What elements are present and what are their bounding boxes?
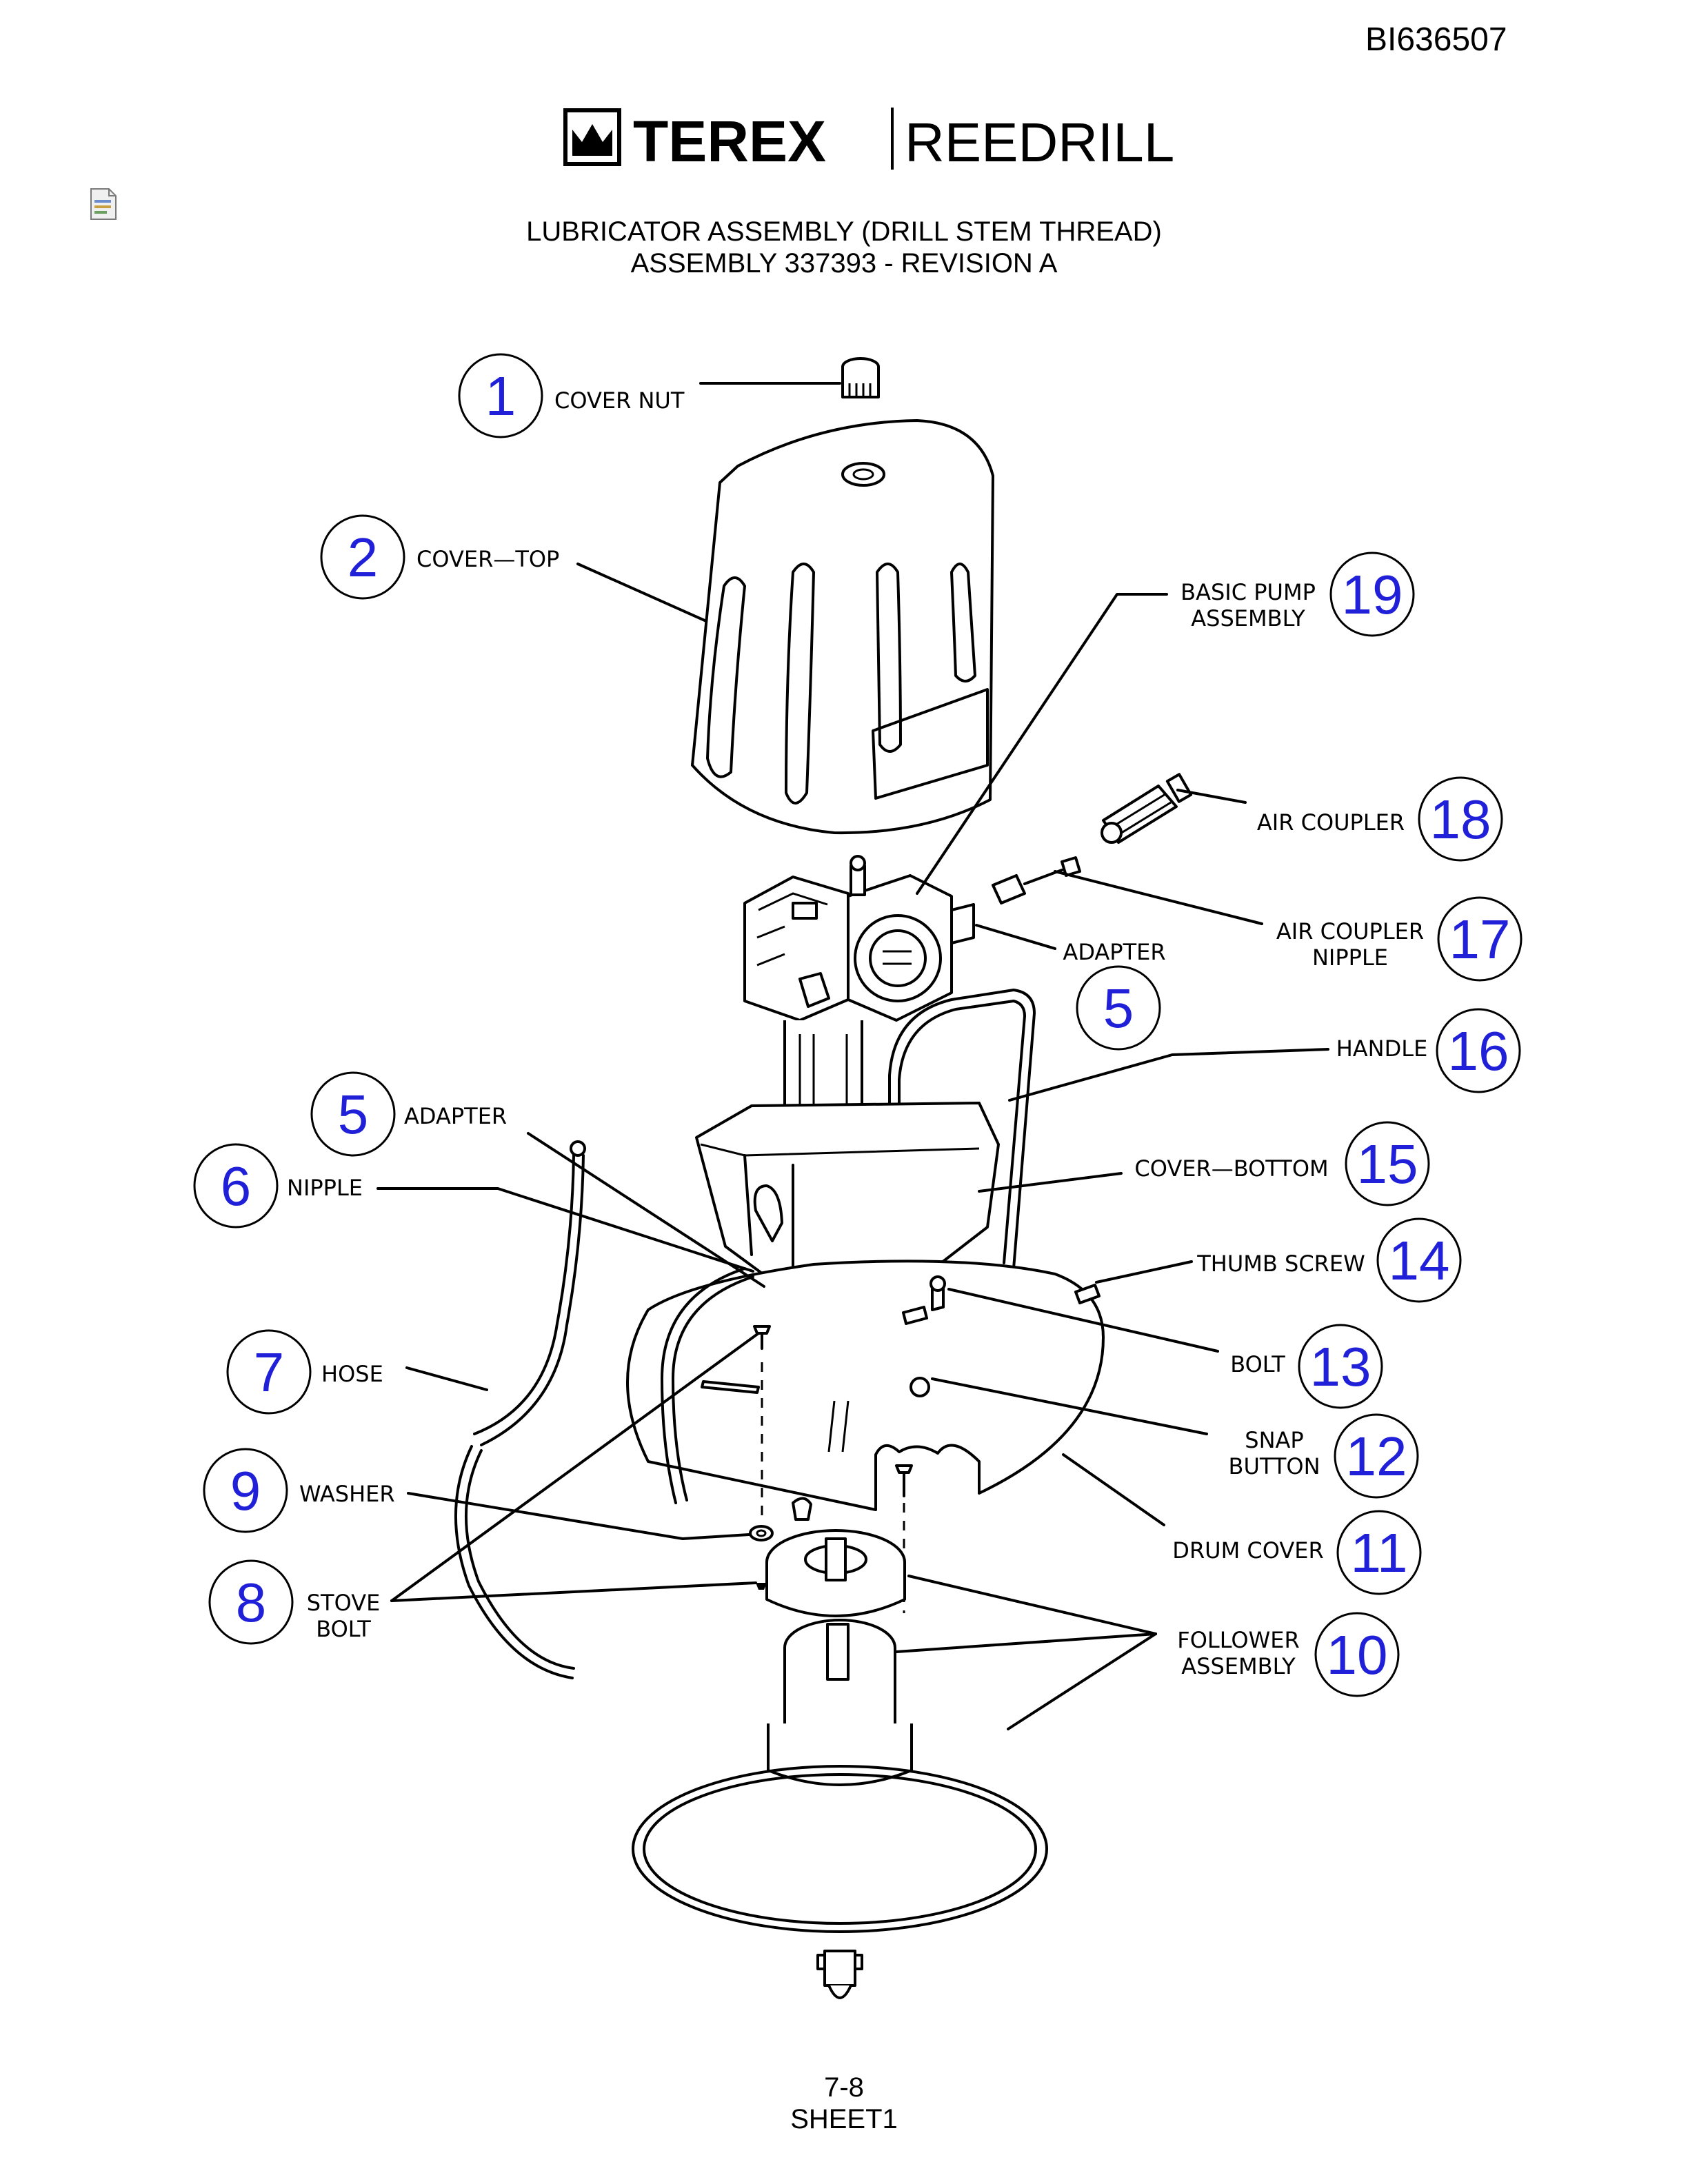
part-label: ADAPTER xyxy=(404,1103,507,1129)
callout-2: 2 COVER—TOP xyxy=(320,514,559,600)
attachment-file-icon[interactable] xyxy=(88,188,119,221)
part-label: COVER—BOTTOM xyxy=(1134,1155,1328,1182)
balloon-number: 10 xyxy=(1327,1624,1388,1686)
balloon-number: 16 xyxy=(1448,1020,1509,1082)
balloon-number: 18 xyxy=(1430,789,1491,850)
callout-16: 16 HANDLE xyxy=(1336,1008,1521,1093)
balloon-number: 8 xyxy=(236,1572,267,1633)
balloon-number: 15 xyxy=(1357,1133,1418,1195)
part-label: WASHER xyxy=(299,1481,395,1507)
part-label: FOLLOWER xyxy=(1177,1627,1299,1653)
part-label-line2: BUTTON xyxy=(1228,1453,1320,1479)
balloon-number: 13 xyxy=(1310,1336,1372,1397)
balloon-number: 19 xyxy=(1342,564,1403,625)
basic-pump-drawing xyxy=(743,855,975,1187)
part-label: ADAPTER xyxy=(1063,939,1165,965)
part-label: COVER NUT xyxy=(554,387,685,414)
balloon-number: 6 xyxy=(221,1155,252,1217)
balloon-number: 2 xyxy=(348,527,379,588)
callout-12: 12 SNAP BUTTON xyxy=(1228,1413,1419,1499)
part-label: AIR COUPLER xyxy=(1276,918,1424,944)
callout-14: 14 THUMB SCREW xyxy=(1196,1217,1462,1303)
follower-assembly-drawing xyxy=(632,1529,1048,1999)
air-coupler-drawing xyxy=(992,773,1193,904)
part-label: HOSE xyxy=(321,1361,383,1387)
cover-nut-drawing xyxy=(841,357,880,398)
part-label: AIR COUPLER xyxy=(1257,809,1405,836)
part-label: DRUM COVER xyxy=(1172,1537,1323,1564)
terex-crown-icon xyxy=(563,108,621,166)
balloon-number: 9 xyxy=(230,1460,261,1521)
sheet-label: SHEET1 xyxy=(790,2104,898,2134)
part-label-line2: BOLT xyxy=(316,1616,371,1642)
part-label: STOVE xyxy=(307,1590,381,1616)
part-label: HANDLE xyxy=(1336,1035,1428,1062)
callout-5-right: 5 ADAPTER xyxy=(1063,939,1166,1051)
balloon-number: 12 xyxy=(1346,1426,1407,1487)
part-label: NIPPLE xyxy=(287,1175,363,1201)
part-label: COVER—TOP xyxy=(416,546,559,572)
drum-cover-drawing xyxy=(626,1260,1105,1521)
balloon-number: 1 xyxy=(485,365,516,427)
part-label: BASIC PUMP xyxy=(1180,579,1316,605)
callout-1: 1 COVER NUT xyxy=(458,353,685,438)
callout-17: 17 AIR COUPLER NIPPLE xyxy=(1276,896,1523,982)
assembly-subtitle: ASSEMBLY 337393 - REVISION A xyxy=(630,248,1058,279)
callout-9: 9 WASHER xyxy=(203,1448,395,1533)
document-id: BI636507 xyxy=(1365,21,1507,58)
part-label-line2: ASSEMBLY xyxy=(1181,1653,1296,1679)
callout-11: 11 DRUM COVER xyxy=(1172,1510,1422,1595)
callout-15: 15 COVER—BOTTOM xyxy=(1134,1121,1430,1206)
callout-10: 10 FOLLOWER ASSEMBLY xyxy=(1177,1612,1400,1697)
callout-8: 8 STOVE BOLT xyxy=(208,1559,381,1645)
callout-6: 6 NIPPLE xyxy=(193,1143,363,1228)
leader-lines xyxy=(376,382,1329,1730)
balloon-number: 17 xyxy=(1449,909,1511,970)
callout-7: 7 HOSE xyxy=(226,1329,383,1415)
diagram-title: LUBRICATOR ASSEMBLY (DRILL STEM THREAD) xyxy=(526,216,1162,247)
terex-reedrill-logo: TEREX REEDRILL xyxy=(563,108,1174,172)
part-label: SNAP xyxy=(1245,1427,1303,1453)
callout-5-left: 5 ADAPTER xyxy=(310,1071,507,1157)
part-label-line2: ASSEMBLY xyxy=(1191,605,1305,631)
callout-18: 18 AIR COUPLER xyxy=(1257,776,1503,862)
balloon-number: 11 xyxy=(1350,1522,1407,1584)
hose-drawing xyxy=(454,1140,754,1679)
page-number: 7-8 xyxy=(824,2072,864,2103)
balloon-number: 7 xyxy=(254,1342,285,1403)
balloon-number: 5 xyxy=(338,1084,369,1145)
callout-13: 13 BOLT xyxy=(1230,1324,1383,1409)
part-label-line2: NIPPLE xyxy=(1312,944,1388,971)
brand-terex: TEREX xyxy=(633,109,826,172)
cover-top-drawing xyxy=(691,419,994,835)
callout-19: 19 BASIC PUMP ASSEMBLY xyxy=(1180,552,1415,637)
brand-reedrill: REEDRILL xyxy=(905,112,1174,172)
part-label: THUMB SCREW xyxy=(1196,1251,1365,1277)
part-label: BOLT xyxy=(1230,1351,1285,1377)
balloon-number: 14 xyxy=(1389,1230,1450,1291)
balloon-number: 5 xyxy=(1103,978,1134,1039)
